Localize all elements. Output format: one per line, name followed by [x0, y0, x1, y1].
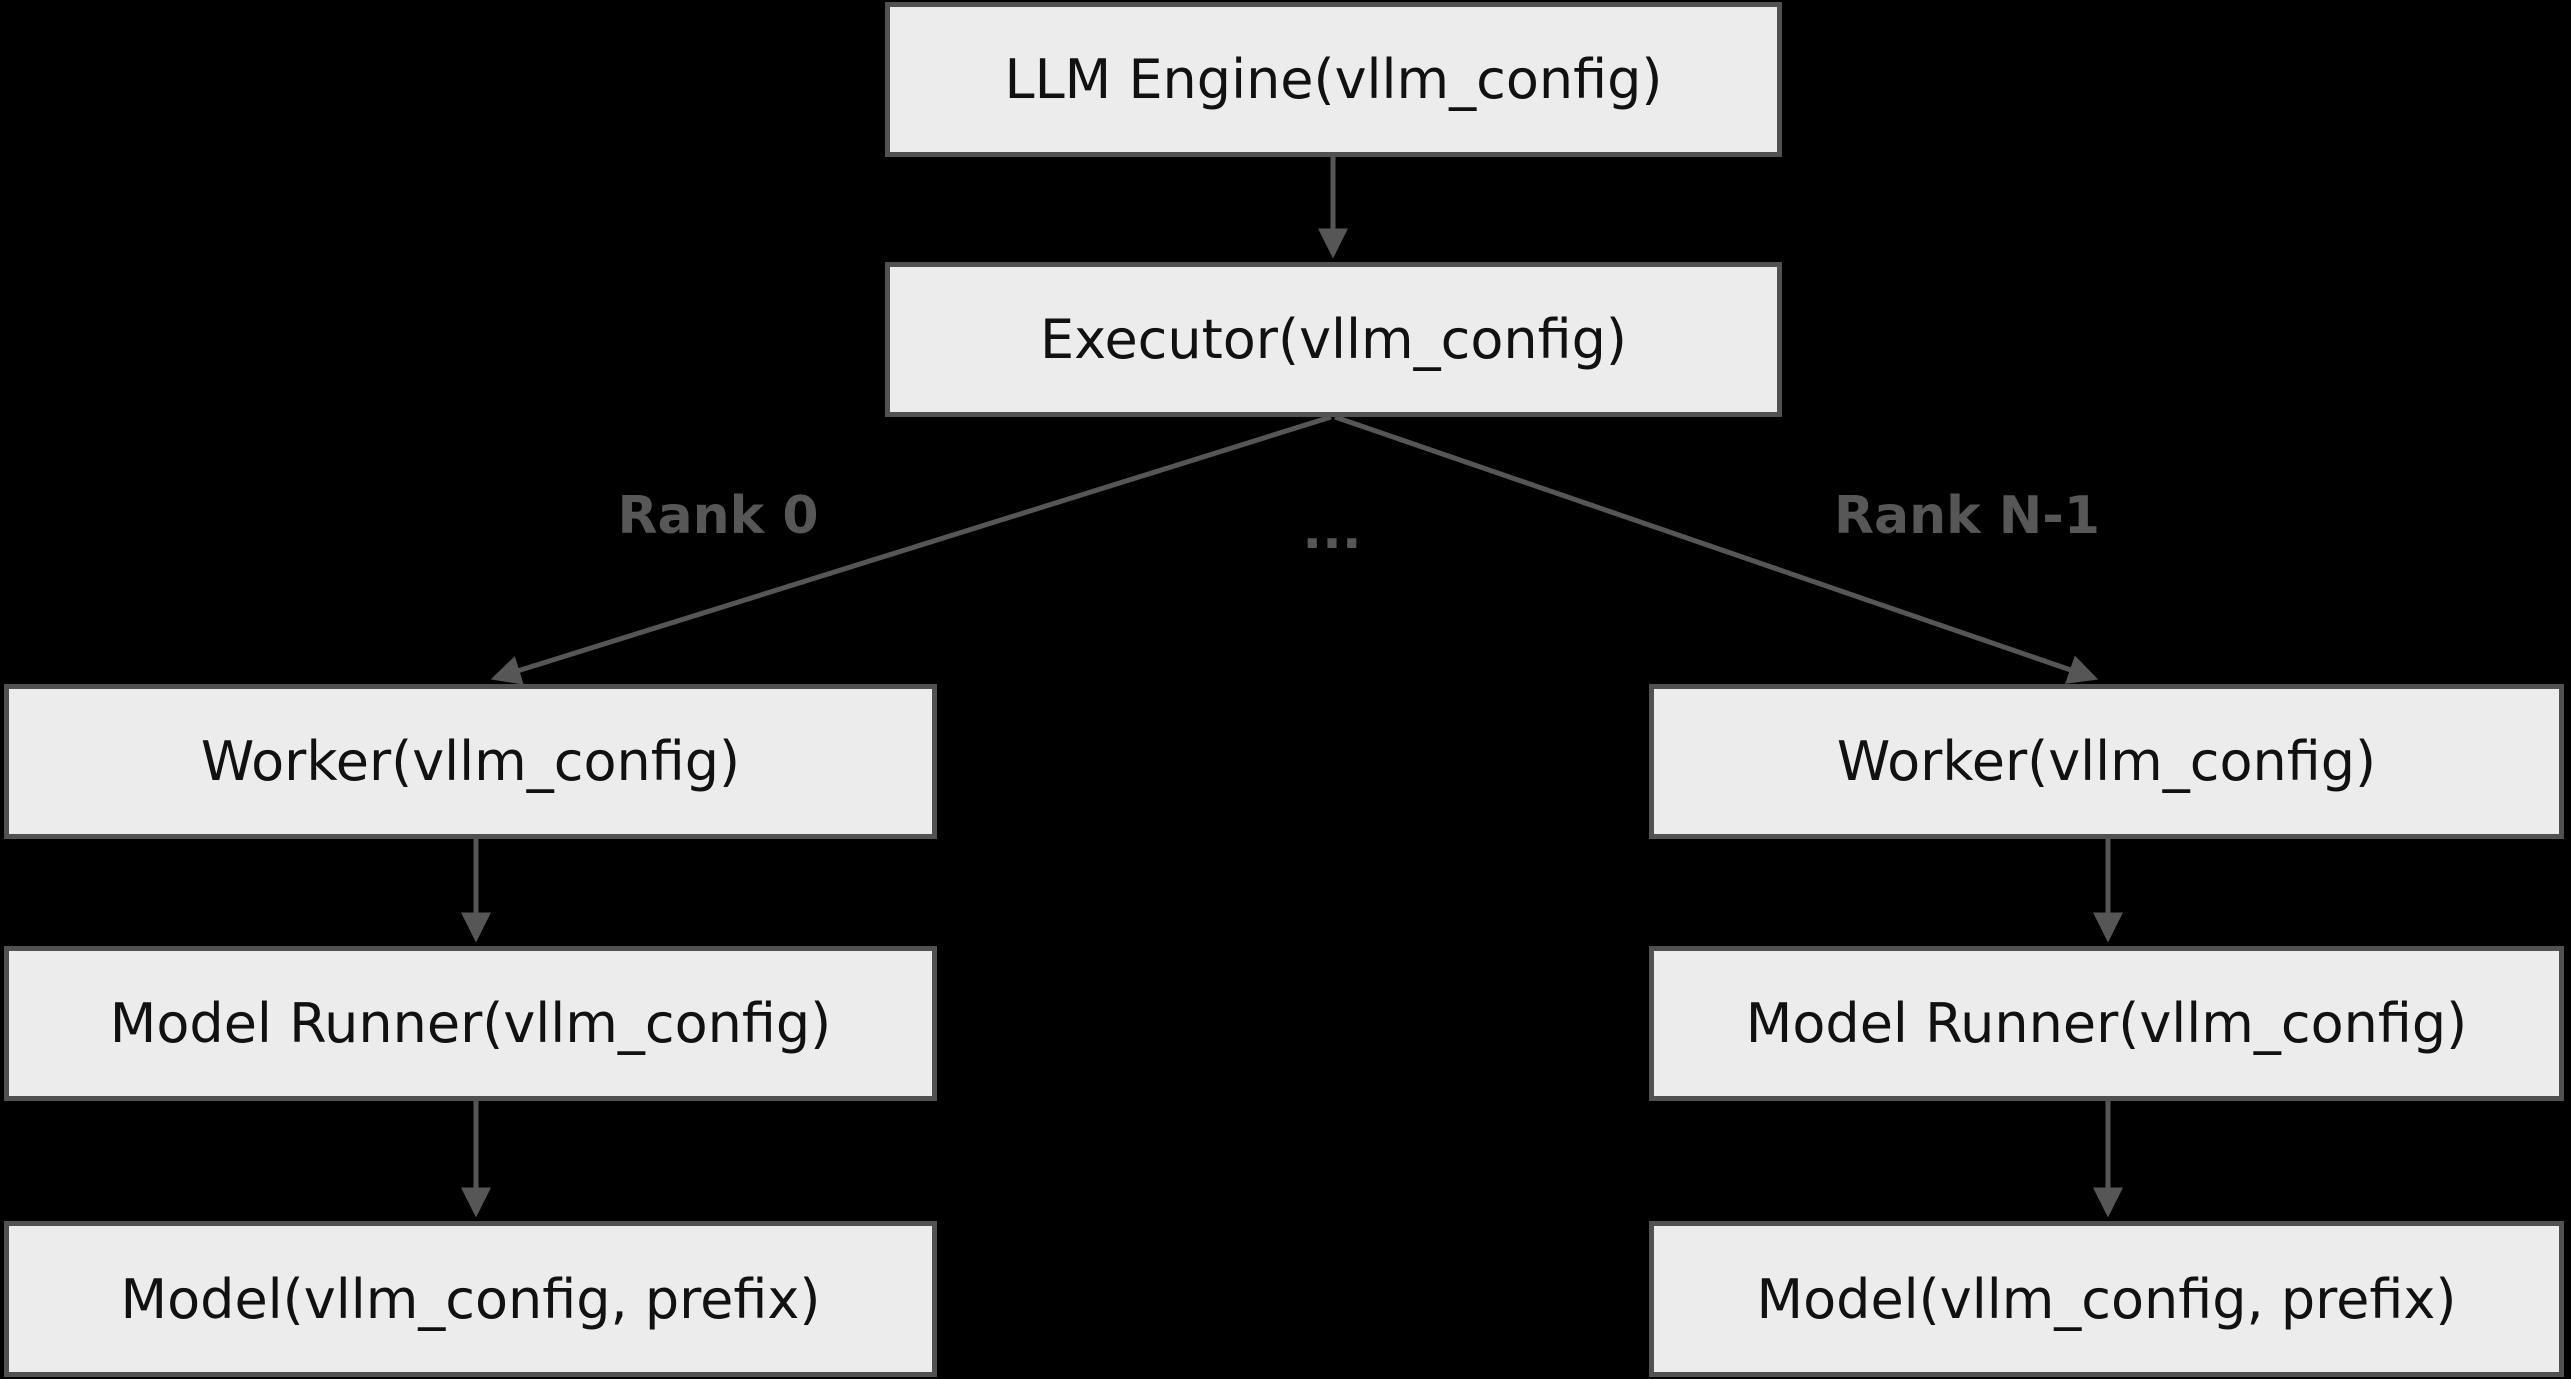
node-model-runner-rank-n1: Model Runner(vllm_config)	[1649, 946, 2564, 1101]
node-llm-engine-label: LLM Engine(vllm_config)	[1004, 48, 1663, 111]
edge-label-rank0: Rank 0	[617, 486, 819, 546]
node-model-runner-rank-n1-label: Model Runner(vllm_config)	[1745, 992, 2468, 1055]
edge-label-rank-n1: Rank N-1	[1833, 486, 2101, 546]
edge-executor-to-worker-rank-n1	[1334, 414, 2099, 684]
node-model-rank-n1-label: Model(vllm_config, prefix)	[1756, 1267, 2457, 1331]
node-executor-label: Executor(vllm_config)	[1040, 308, 1627, 371]
edge-executor-to-worker-rank0	[490, 414, 1332, 685]
node-worker-rank0: Worker(vllm_config)	[4, 684, 937, 839]
node-model-runner-rank0: Model Runner(vllm_config)	[4, 946, 937, 1101]
node-worker-rank-n1-label: Worker(vllm_config)	[1836, 730, 2377, 793]
edge-label-ellipsis: ...	[1302, 501, 1362, 561]
node-executor: Executor(vllm_config)	[885, 262, 1782, 417]
node-worker-rank-n1: Worker(vllm_config)	[1649, 684, 2564, 839]
node-model-rank0: Model(vllm_config, prefix)	[4, 1221, 937, 1377]
node-model-rank0-label: Model(vllm_config, prefix)	[120, 1267, 821, 1331]
node-model-runner-rank0-label: Model Runner(vllm_config)	[109, 992, 832, 1055]
node-worker-rank0-label: Worker(vllm_config)	[200, 730, 741, 793]
node-llm-engine: LLM Engine(vllm_config)	[885, 2, 1782, 157]
node-model-rank-n1: Model(vllm_config, prefix)	[1649, 1221, 2564, 1377]
